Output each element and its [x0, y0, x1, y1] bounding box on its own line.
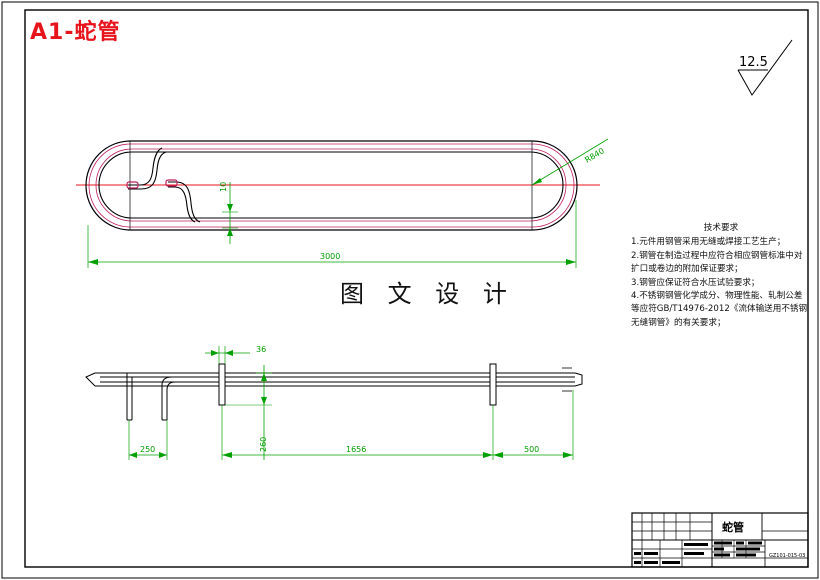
- coil-inner-outline: [95, 148, 567, 222]
- dim-support-spacing: 1656: [346, 445, 366, 454]
- coil-outer-inner: [88, 143, 575, 228]
- support-left: [218, 363, 226, 406]
- coil-outer-outline: [85, 140, 578, 231]
- drawing-title: A1-蛇管: [30, 20, 121, 45]
- dim-offset: 10: [219, 182, 228, 192]
- top-view: R840 10 3000: [76, 138, 609, 268]
- note-item: 3.钢管应保证符合水压试验要求；: [631, 277, 760, 288]
- inner-border: [24, 9, 809, 568]
- outlet-leg: [161, 376, 176, 421]
- dim-radius: R840: [583, 146, 605, 164]
- dim-leg-spacing: 250: [140, 445, 155, 454]
- notes-title: 技术要求: [703, 223, 739, 233]
- inlet-end: [126, 181, 139, 189]
- coil-inner-inner: [98, 151, 564, 219]
- dim-height: 260: [259, 437, 268, 452]
- dim-end-offset: 500: [524, 445, 539, 454]
- support-right: [489, 363, 497, 406]
- title-block-drawing-code: GZ101-015-03: [769, 553, 806, 559]
- note-item: 1.元件用钢管采用无缝或焊接工艺生产；: [631, 237, 786, 248]
- dim-length: 3000: [320, 252, 340, 261]
- roughness-symbol: 12.5: [737, 39, 793, 96]
- title-block: [631, 512, 809, 568]
- technical-requirements: 技术要求 1.元件用钢管采用无缝或焊接工艺生产； 2.钢管在制造过程中应符合相应…: [631, 222, 811, 330]
- inlet-bend-upper: [128, 147, 163, 186]
- inlet-leg: [126, 373, 133, 421]
- roughness-value: 12.5: [739, 55, 768, 70]
- side-view: 36 260 250 1656 500: [85, 345, 583, 460]
- note-item: 2.钢管在制造过程中应符合相应钢管标准中对扩口或卷边的附加保证要求；: [631, 250, 803, 275]
- outlet-bend-lower: [168, 181, 201, 223]
- watermark-text: 图 文 设 计: [340, 280, 515, 308]
- dim-thickness: 36: [256, 345, 266, 354]
- outlet-end: [165, 179, 178, 187]
- title-block-part-name: 蛇管: [722, 521, 744, 534]
- note-item: 4.不锈钢钢管化学成分、物理性能、轧制公差等应符GB/T14976-2012《流…: [631, 291, 808, 328]
